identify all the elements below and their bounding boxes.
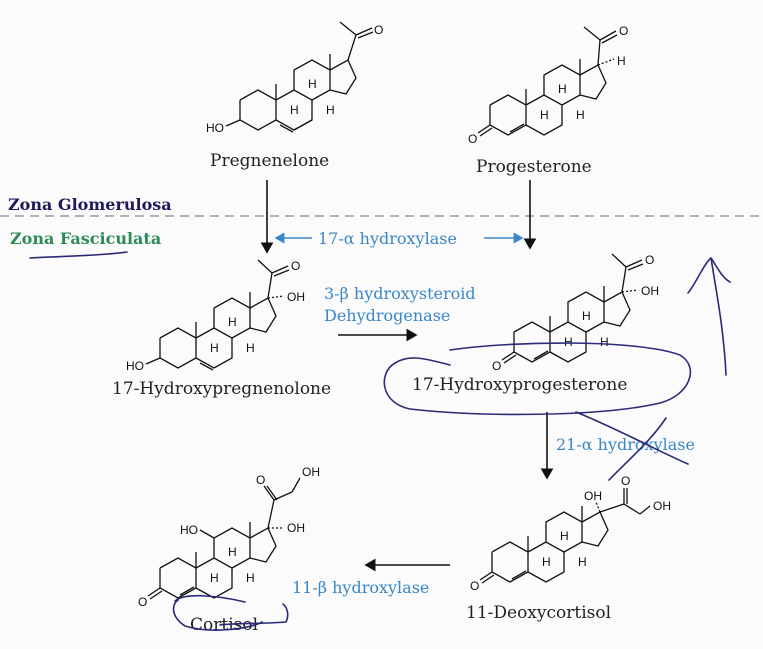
enzyme-3b-hsd-line2: Dehydrogenase — [324, 306, 450, 325]
atom-label: O — [470, 579, 479, 593]
ink-underline-fasciculata — [29, 251, 128, 259]
ink-up-arrow — [687, 257, 731, 376]
atom-label: HO — [206, 121, 224, 135]
progesterone-structure: O H H H H O — [468, 24, 628, 146]
progesterone-label: Progesterone — [476, 157, 592, 177]
pregnenolone-structure: HO H H H O — [206, 21, 383, 135]
deoxycortisol-structure: O H H H OH O OH — [470, 474, 671, 593]
atom-label: O — [468, 132, 477, 146]
atom-label: OH — [653, 499, 671, 513]
deoxycortisol-label: 11-Deoxycortisol — [466, 603, 611, 623]
atom-label: OH — [302, 465, 320, 479]
ink-cross-mark — [575, 411, 689, 465]
ink-circle-hydroxyprogesterone — [383, 342, 692, 416]
atom-label: H — [228, 315, 237, 329]
atom-label: OH — [584, 489, 602, 503]
enzyme-17a-hydroxylase: 17-α hydroxylase — [318, 229, 457, 248]
atom-label: OH — [641, 284, 659, 298]
atom-label: O — [492, 359, 501, 373]
atom-label: H — [600, 335, 609, 349]
atom-label: OH — [287, 290, 305, 304]
enzyme-11b-hydroxylase: 11-β hydroxylase — [292, 578, 429, 597]
atom-label: H — [228, 545, 237, 559]
atom-label: HO — [180, 523, 198, 537]
atom-label: O — [291, 259, 300, 273]
atom-label: H — [576, 108, 585, 122]
zona-glomerulosa-label: Zona Glomerulosa — [8, 195, 172, 214]
atom-label: H — [246, 341, 255, 355]
hydroxyprogesterone-label: 17-Hydroxyprogesterone — [412, 375, 627, 395]
atom-label: HO — [126, 359, 144, 373]
atom-label: H — [210, 571, 219, 585]
atom-label: H — [540, 108, 549, 122]
enzyme-21a-hydroxylase: 21-α hydroxylase — [556, 435, 695, 454]
atom-label: O — [374, 23, 383, 37]
hydroxypregnenolone-structure: HO H H H O OH — [126, 259, 305, 373]
atom-label: O — [645, 253, 654, 267]
atom-label: H — [326, 103, 335, 117]
atom-label: H — [578, 555, 587, 569]
atom-label: H — [582, 309, 591, 323]
atom-label: H — [210, 341, 219, 355]
ink-circle-cortisol — [172, 594, 289, 631]
atom-label: H — [558, 82, 567, 96]
atom-label: H — [560, 529, 569, 543]
atom-label: H — [246, 571, 255, 585]
atom-label: O — [256, 473, 265, 487]
cortisol-structure: O HO H H H O OH OH — [138, 465, 320, 609]
atom-label: H — [617, 54, 626, 68]
atom-label: OH — [287, 521, 305, 535]
hydroxyprogesterone-structure: O H H H O OH — [492, 253, 659, 373]
atom-label: O — [138, 595, 147, 609]
atom-label: O — [619, 24, 628, 38]
enzyme-3b-hsd-line1: 3-β hydroxysteroid — [324, 284, 476, 303]
hydroxypregnenolone-label: 17-Hydroxypregnenolone — [112, 379, 331, 399]
atom-label: H — [290, 103, 299, 117]
atom-label: H — [542, 555, 551, 569]
atom-label: H — [564, 335, 573, 349]
zona-fasciculata-label: Zona Fasciculata — [10, 229, 161, 248]
pregnenolone-label: Pregnenelone — [210, 151, 329, 171]
atom-label: H — [308, 77, 317, 91]
atom-label: O — [621, 474, 630, 488]
ink-cross-mark — [608, 417, 667, 481]
